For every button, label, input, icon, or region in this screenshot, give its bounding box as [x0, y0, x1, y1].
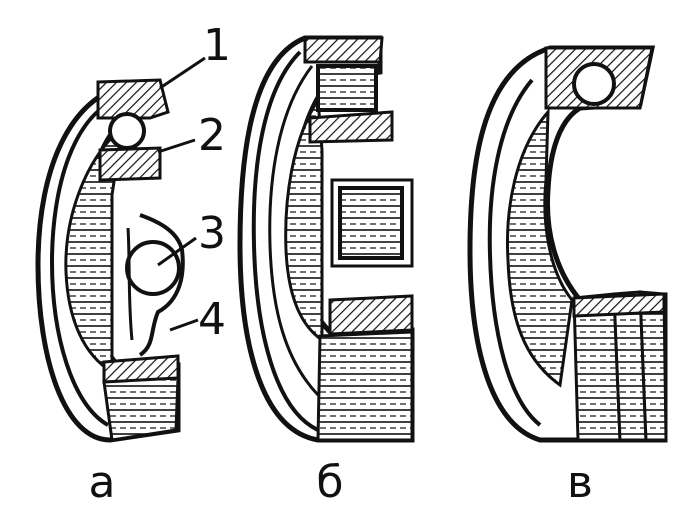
leader-1 [159, 56, 206, 90]
bearing-a-top-ball [108, 112, 146, 150]
bearing-a-ball [125, 240, 181, 296]
bearing-b-top-section [303, 36, 384, 64]
bearing-b-groove [251, 50, 319, 432]
caption-c: в [567, 457, 593, 508]
bearing-b-inner-surface [284, 95, 324, 343]
bearing-b-bottom-section [328, 294, 414, 336]
callout-label-1: 1 [203, 20, 231, 71]
callout-label-3: 3 [198, 208, 226, 259]
bearing-b-top-inner [308, 110, 394, 144]
bearing-b-groove-2 [268, 65, 320, 397]
bearing-c-ball [572, 62, 616, 106]
bearing-a [35, 78, 185, 443]
bearing-c-inner-surface [506, 107, 574, 388]
callout-label-2: 2 [198, 110, 226, 161]
bearing-b-middle-roller [338, 186, 404, 260]
bearing-c-bottom-top-section [572, 292, 666, 318]
bearing-c [467, 45, 668, 443]
bearing-a-outer-groove [49, 94, 127, 427]
caption-b: б [316, 457, 343, 508]
bearing-b [237, 35, 415, 443]
bearing-a-shield [138, 213, 185, 357]
callout-label-4: 4 [198, 294, 226, 345]
leader-4 [169, 318, 199, 332]
bearing-b-top-roller [316, 64, 378, 112]
leader-3 [157, 236, 197, 267]
bearing-b-bottom-band [316, 330, 414, 442]
bearing-a-bottom-band [102, 376, 180, 442]
bearing-c-groove [487, 78, 542, 427]
bearing-a-top-outer-section [96, 78, 170, 120]
bearing-a-leaders [157, 56, 206, 332]
leader-2 [157, 138, 196, 154]
bearing-a-callouts: 1 2 3 4 [198, 20, 231, 345]
bearing-a-top-inner-section [98, 146, 162, 182]
bearing-a-inner-surface [64, 124, 125, 375]
bearing-b-middle-cage [330, 178, 414, 268]
captions: а б в [89, 457, 593, 508]
caption-a: а [89, 457, 116, 508]
bearing-a-shield-inner [126, 227, 134, 341]
